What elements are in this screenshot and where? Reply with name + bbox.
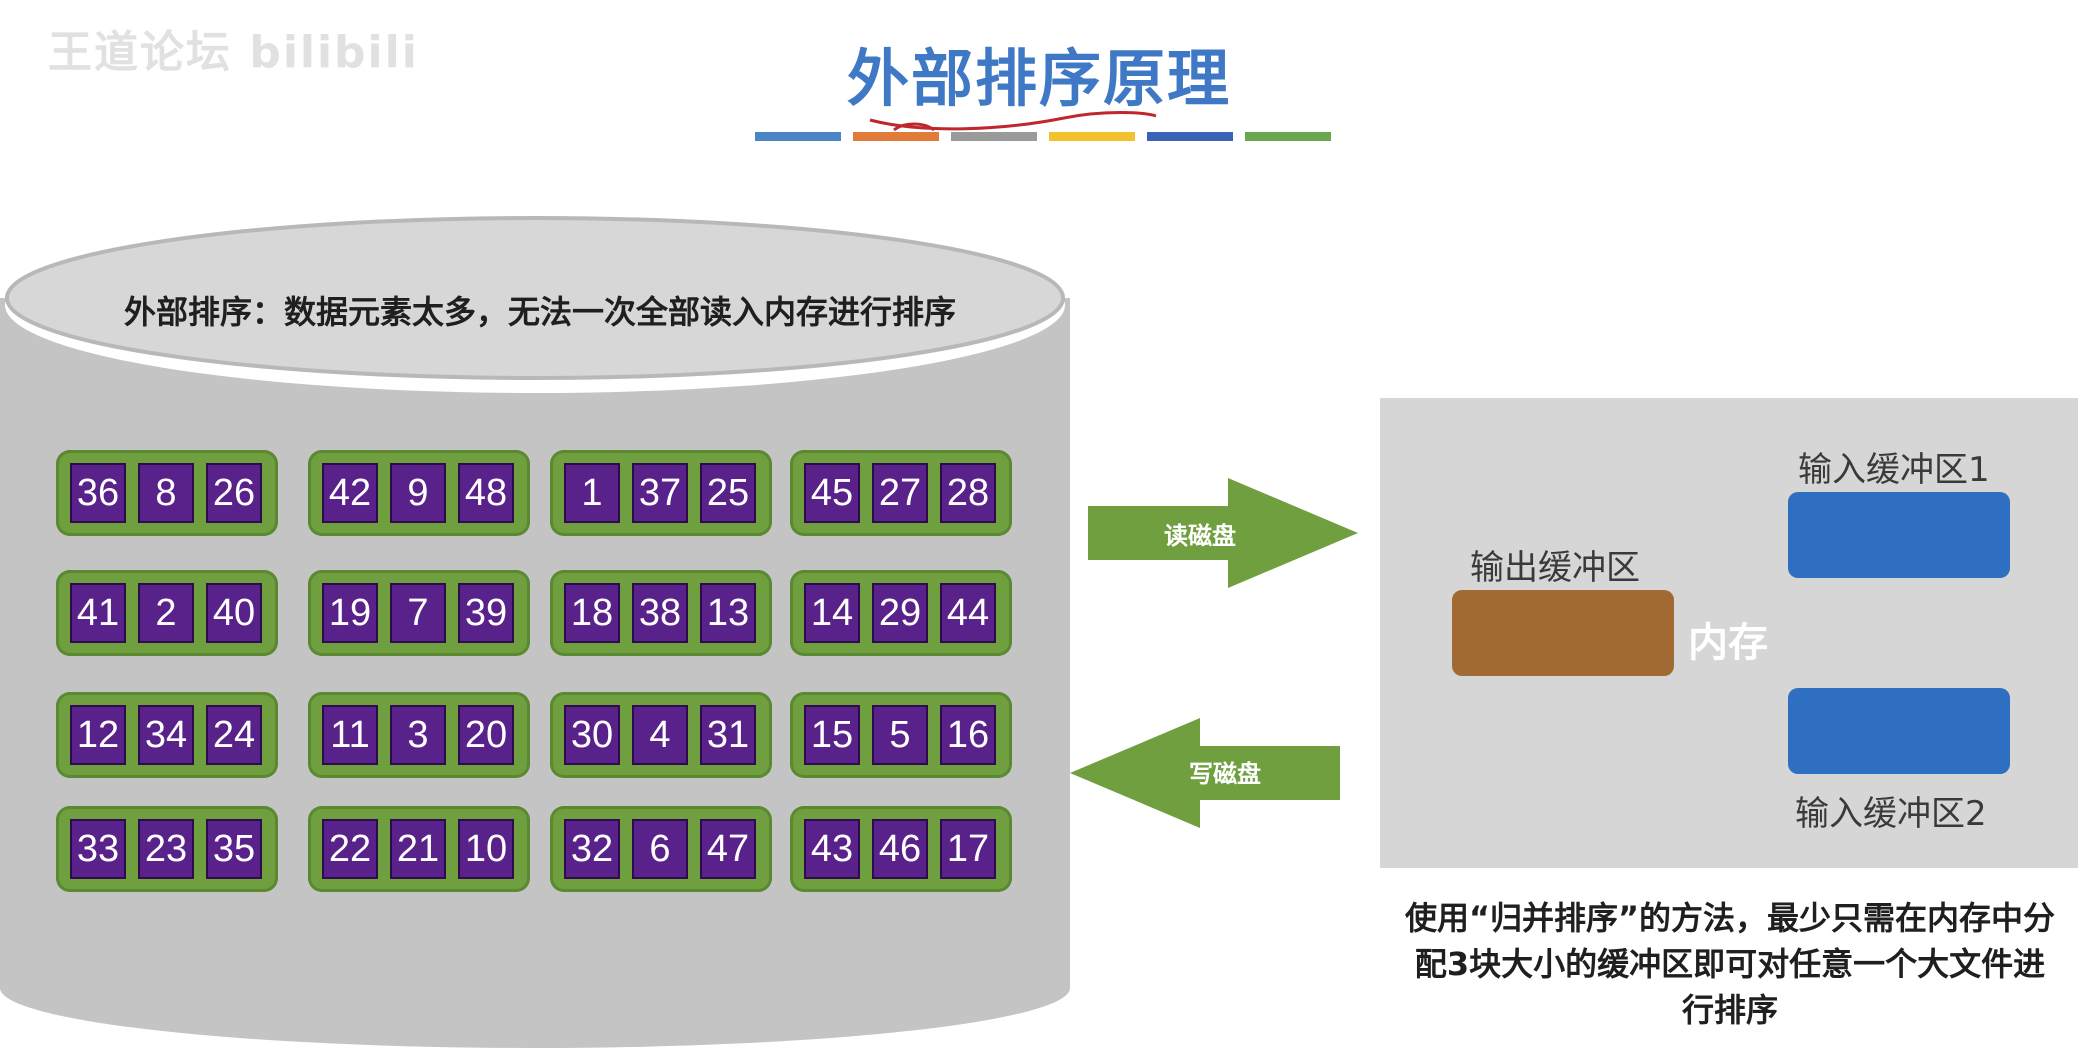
data-element: 28 [940,463,996,523]
read-disk-label: 读磁盘 [1164,522,1236,550]
data-element: 48 [458,463,514,523]
merge-sort-note: 使用“归并排序”的方法，最少只需在内存中分配3块大小的缓冲区即可对任意一个大文件… [1404,899,2056,1029]
write-disk-label: 写磁盘 [1189,760,1261,788]
output-buffer-label: 输出缓冲区 [1470,548,1640,588]
title-color-bar [1147,132,1233,141]
data-element: 4 [632,705,688,765]
data-element: 9 [390,463,446,523]
data-element: 8 [138,463,194,523]
data-element: 11 [322,705,378,765]
title-color-bar [1245,132,1331,141]
data-element: 15 [804,705,860,765]
data-element: 25 [700,463,756,523]
input-buffer-1 [1788,492,2010,578]
data-element: 23 [138,819,194,879]
data-element: 20 [458,705,514,765]
data-element: 44 [940,583,996,643]
input-buffer-1-label: 输入缓冲区1 [1798,450,1990,490]
data-element: 40 [206,583,262,643]
memory-label: 内存 [1688,620,1768,666]
data-element: 33 [70,819,126,879]
data-element: 30 [564,705,620,765]
data-element: 19 [322,583,378,643]
watermark: 王道论坛 bilibili [48,27,419,78]
title-color-bar [755,132,841,141]
input-buffer-2 [1788,688,2010,774]
data-element: 39 [458,583,514,643]
data-element: 13 [700,583,756,643]
output-buffer [1452,590,1674,676]
data-element: 10 [458,819,514,879]
data-element: 46 [872,819,928,879]
title-color-bar [853,132,939,141]
data-element: 34 [138,705,194,765]
data-element: 35 [206,819,262,879]
data-element: 18 [564,583,620,643]
data-element: 32 [564,819,620,879]
data-element: 27 [872,463,928,523]
data-element: 42 [322,463,378,523]
data-element: 14 [804,583,860,643]
data-element: 47 [700,819,756,879]
data-element: 36 [70,463,126,523]
data-element: 7 [390,583,446,643]
data-element: 37 [632,463,688,523]
data-element: 5 [872,705,928,765]
data-element: 41 [70,583,126,643]
read-disk-arrow [1088,478,1358,588]
data-element: 43 [804,819,860,879]
data-element: 3 [390,705,446,765]
data-element: 45 [804,463,860,523]
data-element: 21 [390,819,446,879]
title-underline-scribble [869,111,1157,132]
data-element: 24 [206,705,262,765]
data-element: 6 [632,819,688,879]
input-buffer-2-label: 输入缓冲区2 [1795,794,1987,834]
data-element: 38 [632,583,688,643]
data-element: 12 [70,705,126,765]
title-color-bar [1049,132,1135,141]
disk-description: 外部排序：数据元素太多，无法一次全部读入内存进行排序 [123,293,956,331]
write-disk-arrow [1070,718,1340,828]
page-title: 外部排序原理 [846,42,1231,115]
data-element: 2 [138,583,194,643]
data-element: 29 [872,583,928,643]
data-element: 16 [940,705,996,765]
data-element: 26 [206,463,262,523]
data-element: 31 [700,705,756,765]
data-element: 17 [940,819,996,879]
title-color-bar [951,132,1037,141]
data-element: 22 [322,819,378,879]
data-element: 1 [564,463,620,523]
